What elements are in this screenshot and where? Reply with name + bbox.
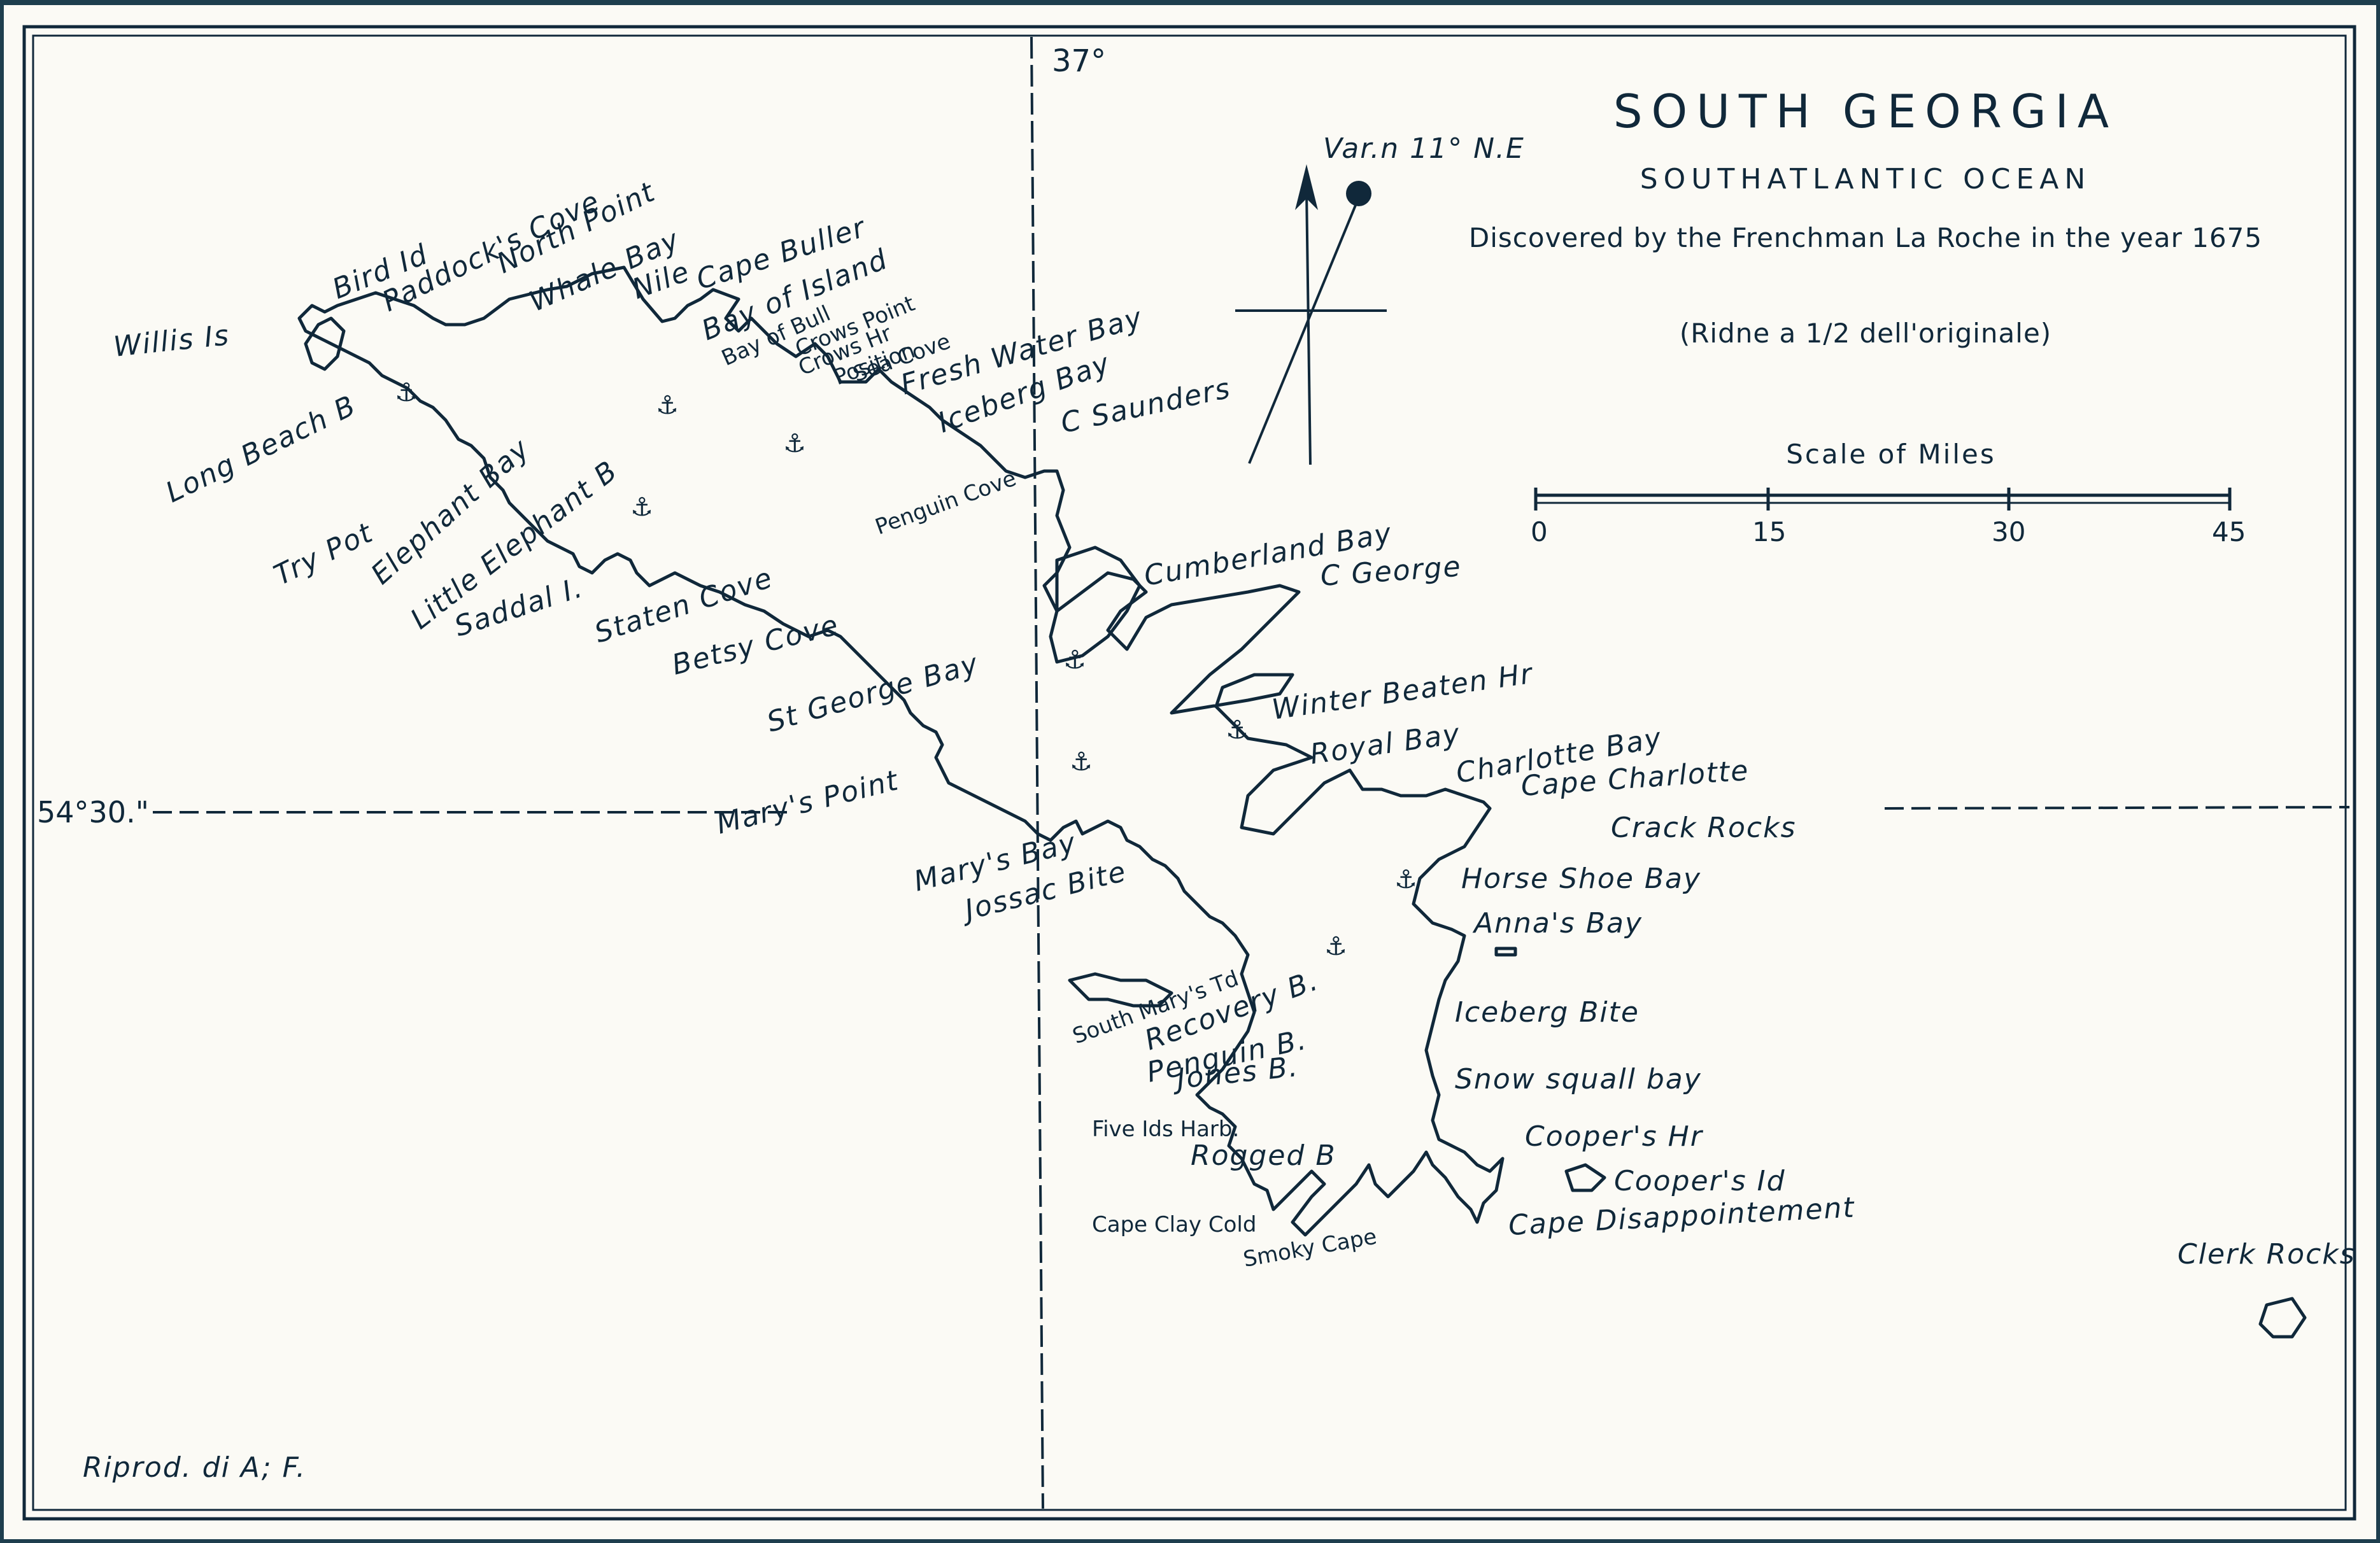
anchor-icon: ⚓ — [1394, 865, 1417, 894]
label-horse-shoe-bay: Horse Shoe Bay — [1461, 863, 1701, 895]
cumberland-island — [1049, 546, 1142, 664]
label-crack-rocks: Crack Rocks — [1611, 812, 1797, 844]
anchor-icon: ⚓ — [1063, 645, 1086, 675]
anchor-icon: ⚓ — [783, 429, 806, 458]
parallel-54-30-east — [1884, 806, 2350, 810]
fleur-de-lis-icon — [1346, 181, 1371, 206]
meridian-37 — [1030, 36, 1044, 1509]
south-marys-island — [1068, 972, 1173, 1008]
longitude-label: 37° — [1052, 43, 1106, 79]
scale-tick-30: 30 — [1992, 516, 2025, 547]
reduction-note: (Ridne a 1/2 dell'originale) — [1680, 318, 2051, 349]
label-coopers-hr: Cooper's Hr — [1525, 1120, 1704, 1153]
coopers-island — [1564, 1163, 1606, 1192]
discovery-note: Discovered by the Frenchman La Roche in … — [1469, 222, 2262, 253]
anchor-icon: ⚓ — [630, 493, 653, 522]
label-snow-squall: Snow squall bay — [1455, 1063, 1702, 1096]
label-annas-bay: Anna's Bay — [1472, 907, 1643, 940]
paper — [4, 5, 2376, 1539]
inner-border — [32, 34, 2347, 1511]
compass — [1235, 164, 1387, 465]
outer-border — [22, 25, 2356, 1521]
variation-label: Var.n 11° N.E — [1323, 132, 1525, 165]
scale-tick-15: 15 — [1752, 516, 1786, 547]
anchor-icon: ⚓ — [656, 391, 679, 420]
latitude-label: 54°30." — [37, 795, 149, 829]
credit-line: Riprod. di A; F. — [83, 1451, 306, 1484]
willis-island — [304, 316, 346, 371]
map-subtitle: SOUTHATLANTIC OCEAN — [1640, 163, 2092, 195]
scale-tick-45: 45 — [2212, 516, 2246, 547]
north-arrow-icon — [1295, 164, 1318, 210]
scale-title: Scale of Miles — [1786, 439, 1995, 470]
label-coopers-id: Cooper's Id — [1614, 1165, 1786, 1197]
label-clerk-rocks: Clerk Rocks — [2178, 1238, 2356, 1271]
anchor-icon: ⚓ — [1070, 747, 1093, 777]
label-rogged-b: Rogged B — [1191, 1139, 1336, 1172]
map-title: SOUTH GEORGIA — [1613, 85, 2118, 138]
scale-tick-0: 0 — [1531, 516, 1548, 547]
anchor-icon: ⚓ — [1226, 715, 1249, 745]
annas-islet — [1494, 947, 1517, 957]
label-iceberg-bite: Iceberg Bite — [1455, 996, 1640, 1029]
clerk-rocks-island — [2258, 1297, 2307, 1339]
anchor-icon: ⚓ — [1324, 932, 1347, 961]
coastline — [297, 265, 2307, 1339]
anchors: ⚓ ⚓ ⚓ ⚓ ⚓ ⚓ ⚓ ⚓ ⚓ — [395, 378, 1417, 961]
label-cape-clay: Cape Clay Cold — [1092, 1212, 1256, 1237]
scale-bar — [1534, 488, 2232, 511]
anchor-icon: ⚓ — [395, 378, 418, 407]
label-five-ids: Five Ids Harb. — [1092, 1117, 1239, 1142]
